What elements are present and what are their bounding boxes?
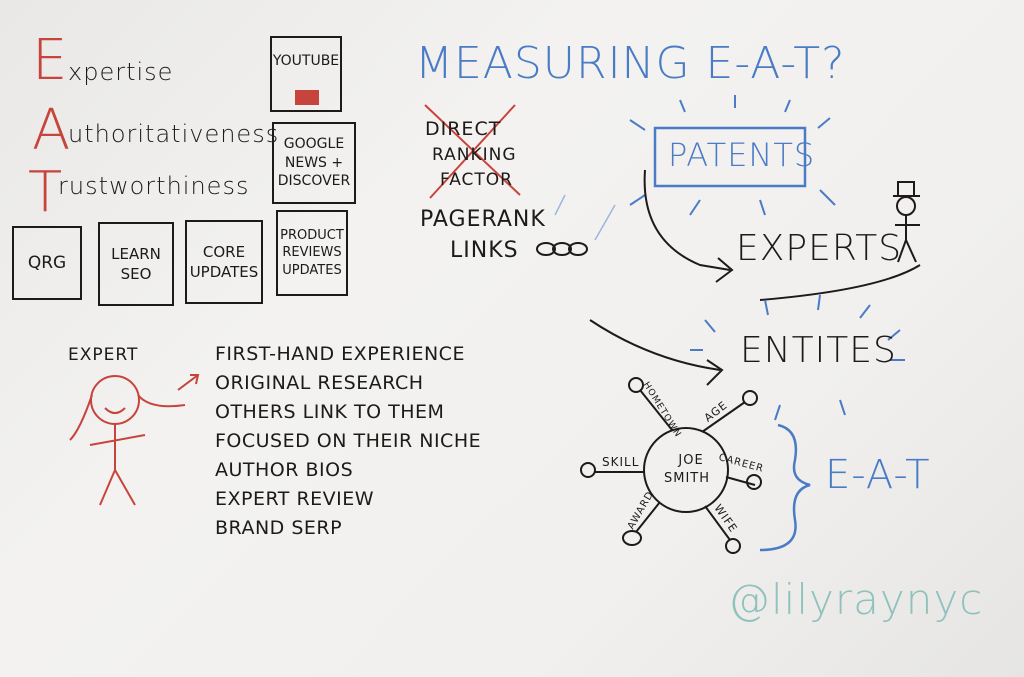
box-line: GOOGLE bbox=[283, 135, 345, 152]
patents-rays bbox=[629, 95, 836, 216]
arrows-to-links bbox=[554, 194, 616, 241]
twitter-handle: @lilyraynyc bbox=[728, 575, 984, 624]
google-news-box: GOOGLE NEWS + DISCOVER bbox=[272, 122, 356, 204]
list-item: FIRST-HAND EXPERIENCE bbox=[215, 343, 465, 365]
box-line: SEO bbox=[120, 265, 152, 283]
female-expert-figure-icon bbox=[69, 374, 200, 506]
entity-last-name: SMITH bbox=[664, 471, 711, 486]
box-line: PRODUCT bbox=[280, 227, 344, 243]
attr-skill: SKILL bbox=[602, 455, 640, 469]
e-letter: E bbox=[32, 28, 69, 93]
box-line: NEWS + bbox=[284, 154, 344, 171]
flow-arrows bbox=[589, 169, 921, 386]
list-item: OTHERS LINK TO THEM bbox=[215, 401, 445, 423]
learn-seo-box: LEARN SEO bbox=[98, 222, 174, 306]
crossed-ranking: RANKING bbox=[432, 145, 517, 165]
patents-box bbox=[653, 126, 807, 188]
list-item: EXPERT REVIEW bbox=[215, 488, 375, 510]
a-letter: A bbox=[32, 98, 72, 163]
box-line: REVIEWS bbox=[282, 245, 342, 261]
list-item: ORIGINAL RESEARCH bbox=[215, 372, 424, 394]
entity-center: JOE SMITH bbox=[664, 452, 710, 488]
links-text: LINKS bbox=[450, 238, 519, 263]
cross-out-mark bbox=[424, 104, 521, 199]
trustworthiness-text: rustworthiness bbox=[58, 172, 250, 200]
box-line: QRG bbox=[27, 252, 67, 273]
experts-text: EXPERTS bbox=[736, 228, 903, 269]
patents-text: PATENTS bbox=[668, 136, 816, 174]
chain-links-icon bbox=[536, 242, 588, 256]
entities-text: ENTITES bbox=[740, 330, 897, 371]
entity-first-name: JOE bbox=[678, 453, 704, 468]
expert-traits-list: FIRST-HAND EXPERIENCE ORIGINAL RESEARCH … bbox=[215, 340, 481, 543]
expert-stick-figure-icon bbox=[893, 181, 920, 263]
board-title: MEASURING E-A-T? bbox=[415, 38, 846, 89]
qrg-box: QRG bbox=[12, 226, 82, 300]
box-line: LEARN bbox=[111, 244, 161, 263]
box-line: UPDATES bbox=[189, 263, 259, 281]
crossed-factor: FACTOR bbox=[440, 170, 513, 190]
box-line: DISCOVER bbox=[277, 173, 351, 190]
youtube-box: YOUTUBE bbox=[270, 36, 342, 112]
expertise-text: xpertise bbox=[68, 58, 174, 86]
box-line: CORE bbox=[202, 242, 246, 261]
eat-label: E-A-T bbox=[825, 452, 931, 498]
crossed-direct: DIRECT bbox=[425, 118, 502, 140]
list-item: FOCUSED ON THEIR NICHE bbox=[215, 430, 482, 452]
youtube-label: YOUTUBE bbox=[272, 53, 340, 69]
list-item: BRAND SERP bbox=[215, 517, 343, 539]
youtube-logo-icon bbox=[295, 90, 319, 105]
core-updates-box: CORE UPDATES bbox=[185, 220, 263, 304]
entities-rays bbox=[690, 294, 905, 421]
list-item: AUTHOR BIOS bbox=[215, 459, 354, 481]
entity-graph bbox=[580, 377, 762, 554]
curly-brace bbox=[759, 423, 811, 552]
pagerank-text: PAGERANK bbox=[420, 207, 546, 232]
box-line: UPDATES bbox=[282, 262, 342, 278]
t-letter: T bbox=[28, 160, 64, 225]
authoritativeness-text: uthoritativeness bbox=[68, 120, 280, 148]
expert-label: EXPERT bbox=[68, 345, 139, 365]
